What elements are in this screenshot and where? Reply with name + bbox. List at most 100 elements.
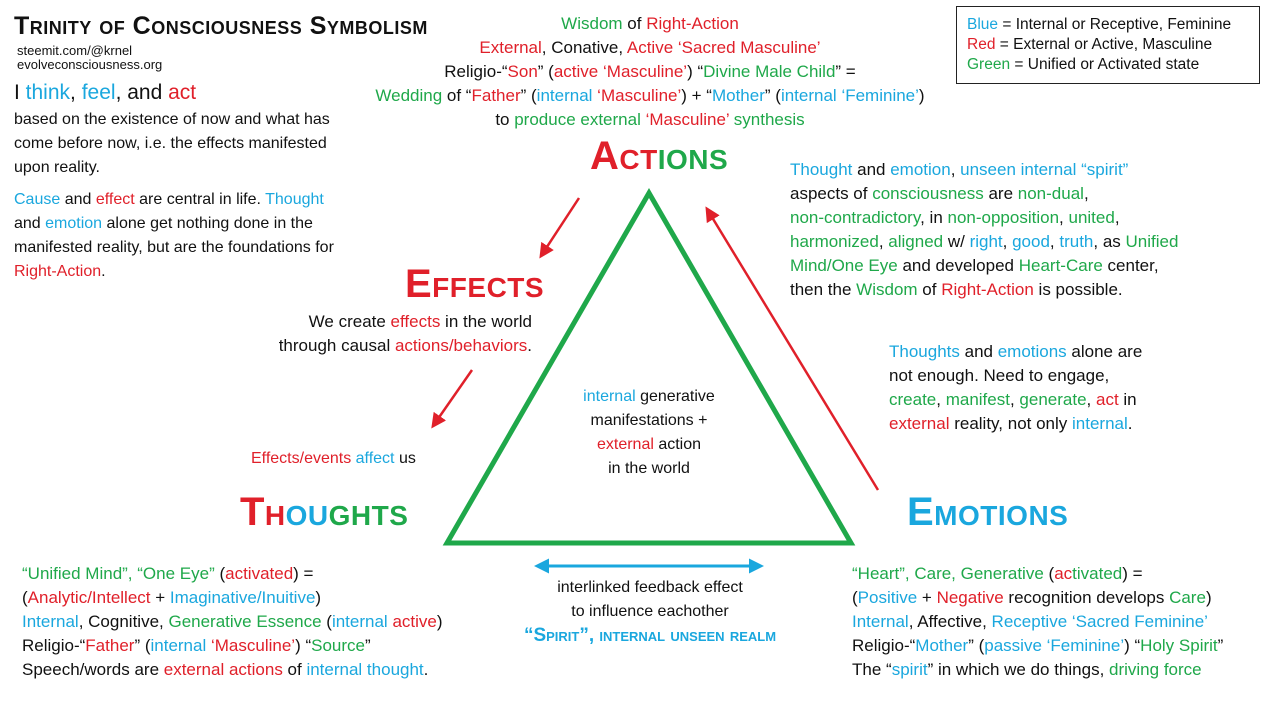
rb2-reality: reality, not only <box>949 414 1073 433</box>
emd-line2: (Positive + Negative recognition develop… <box>852 586 1262 610</box>
rb2-thoughts: Thoughts <box>889 342 960 361</box>
emd-l4f: ‘Feminine’ <box>1046 636 1125 655</box>
ed-l2b: actions/behaviors <box>394 336 528 355</box>
emd-line4: Religio-“Mother” (passive ‘Feminine’) “H… <box>852 634 1262 658</box>
rb2-line1: Thoughts and emotions alone are <box>889 340 1219 364</box>
effects-to-thoughts-arrow <box>431 369 474 429</box>
atl1-ra: Right-Action <box>646 14 739 33</box>
td-l1b: ( <box>214 564 226 583</box>
rb2-line3: create, manifest, generate, act in <box>889 388 1219 412</box>
td-l3c: Generative Essence <box>168 612 322 631</box>
source-link-evolve[interactable]: evolveconsciousness.org <box>17 57 163 72</box>
actions-line2: External, Conative, Active ‘Sacred Mascu… <box>330 36 970 60</box>
rb2-line4: external reality, not only internal. <box>889 412 1219 436</box>
rb2-internal: internal <box>1072 414 1128 433</box>
cause-right-action: Right-Action <box>14 263 102 280</box>
rb-aligned: aligned <box>888 232 944 251</box>
node-actions-t: t <box>640 134 658 178</box>
triangle-center-text: internal generative manifestations + ext… <box>549 385 749 481</box>
atl3-dmc: Divine Male Child <box>703 62 836 81</box>
rb-line1: Thought and emotion, unseen internal “sp… <box>790 158 1240 182</box>
legend-blue-text: = Internal or Receptive, Feminine <box>998 16 1232 33</box>
rb2-emotions: emotions <box>997 342 1067 361</box>
node-actions: Actions <box>590 134 728 179</box>
tc-line1: internal generative <box>549 385 749 409</box>
emd-l4a: Religio-“ <box>852 636 916 655</box>
atl4-fem: ‘Feminine’ <box>841 86 919 105</box>
td-l4b: Father <box>85 636 135 655</box>
emd-l5d: driving force <box>1109 660 1202 679</box>
atl5-to: to <box>495 110 515 129</box>
atl3-p: ) “ <box>687 62 704 81</box>
actions-line3: Religio-“Son” (active ‘Masculine’) “Divi… <box>330 60 970 84</box>
actions-to-effects-arrow <box>539 197 581 259</box>
actions-top-description: Wisdom of Right-Action External, Conativ… <box>330 12 970 132</box>
td-l5e: . <box>423 660 429 679</box>
td-l4d: internal <box>150 636 207 655</box>
td-l4i: ” <box>365 636 371 655</box>
rb-c2: , <box>1114 208 1120 227</box>
emd-l5c: ” in which we do things, <box>927 660 1110 679</box>
atl3-rel: Religio-“ <box>444 62 508 81</box>
intro-and: , and <box>115 81 169 104</box>
emd-l2d: Negative <box>936 588 1004 607</box>
rb-possible: is possible. <box>1033 280 1123 299</box>
node-thoughts: Thoughts <box>240 490 408 535</box>
atl4-internal: internal <box>536 86 593 105</box>
rb-comma: , <box>950 160 961 179</box>
rb-unified: Unified <box>1125 232 1179 251</box>
rb-c5: , <box>1049 232 1060 251</box>
td-line1: “Unified Mind”, “One Eye” (activated) = <box>22 562 502 586</box>
td-l3e: internal <box>331 612 388 631</box>
intro-text: based on the existence of now and what h… <box>14 111 330 176</box>
rb2-alone: alone are <box>1066 342 1143 361</box>
actions-line1: Wisdom of Right-Action <box>330 12 970 36</box>
emd-l2f: Care <box>1169 588 1206 607</box>
emd-line1: “Heart”, Care, Generative (activated) = <box>852 562 1262 586</box>
td-l2a: ( <box>22 588 28 607</box>
emd-l1a: “Heart”, Care, Generative <box>852 564 1044 583</box>
atl4-masc: ‘Masculine’ <box>597 86 682 105</box>
ed-l1b: effects <box>390 312 441 331</box>
legend-red: Red = External or Active, Masculine <box>967 35 1249 55</box>
emd-l3b: , Affective, <box>908 612 992 631</box>
td-l3b: , Cognitive, <box>78 612 169 631</box>
actions-line5: to produce external ‘Masculine’ synthesi… <box>330 108 970 132</box>
cause-thought: Thought <box>265 191 324 208</box>
rb-emotion: emotion <box>890 160 951 179</box>
td-l5a: Speech/words are <box>22 660 164 679</box>
td-l2c: + <box>150 588 170 607</box>
effects-desc-line1: We create effects in the world <box>210 310 532 334</box>
emd-l1e: ) = <box>1122 564 1143 583</box>
cause-and: and <box>60 191 96 208</box>
spirit-realm-label: “Spirit”, internal unseen realm <box>523 625 777 646</box>
rb2-c2: , <box>1009 390 1020 409</box>
atl4-of: of “ <box>442 86 472 105</box>
fd-line1: interlinked feedback effect <box>557 579 743 596</box>
effects-description: We create effects in the world through c… <box>210 310 532 358</box>
atl4-plus: ) + “ <box>681 86 712 105</box>
atl2-con: , Conative, <box>541 38 627 57</box>
node-thoughts-ghts: ghts <box>328 490 409 534</box>
atl4-mother: Mother <box>711 86 765 105</box>
emd-l2c: + <box>917 588 937 607</box>
thoughts-description: “Unified Mind”, “One Eye” (activated) = … <box>22 562 502 682</box>
emd-l4d: passive <box>984 636 1042 655</box>
emd-l4i: ” <box>1217 636 1224 655</box>
rb2-c1: , <box>936 390 946 409</box>
emd-l4b: Mother <box>915 636 969 655</box>
rb-consciousness: consciousness <box>872 184 984 203</box>
atl1-of: of <box>622 14 647 33</box>
td-l2d: Imaginative/Inuitive <box>169 588 316 607</box>
emd-l3c: Receptive <box>991 612 1068 631</box>
atl2-active: Active <box>626 38 674 57</box>
rb-w: w/ <box>943 232 970 251</box>
td-l5b: external actions <box>163 660 283 679</box>
intro-think: think <box>25 81 71 104</box>
source-link-steemit[interactable]: steemit.com/@krnel <box>17 43 133 58</box>
emd-line5: The “spirit” in which we do things, driv… <box>852 658 1262 682</box>
ed-l2a: through causal <box>278 336 395 355</box>
atl4-wed: Wedding <box>375 86 443 105</box>
atl2-sm: ‘Sacred Masculine’ <box>677 38 821 57</box>
cause-word: Cause <box>14 191 61 208</box>
